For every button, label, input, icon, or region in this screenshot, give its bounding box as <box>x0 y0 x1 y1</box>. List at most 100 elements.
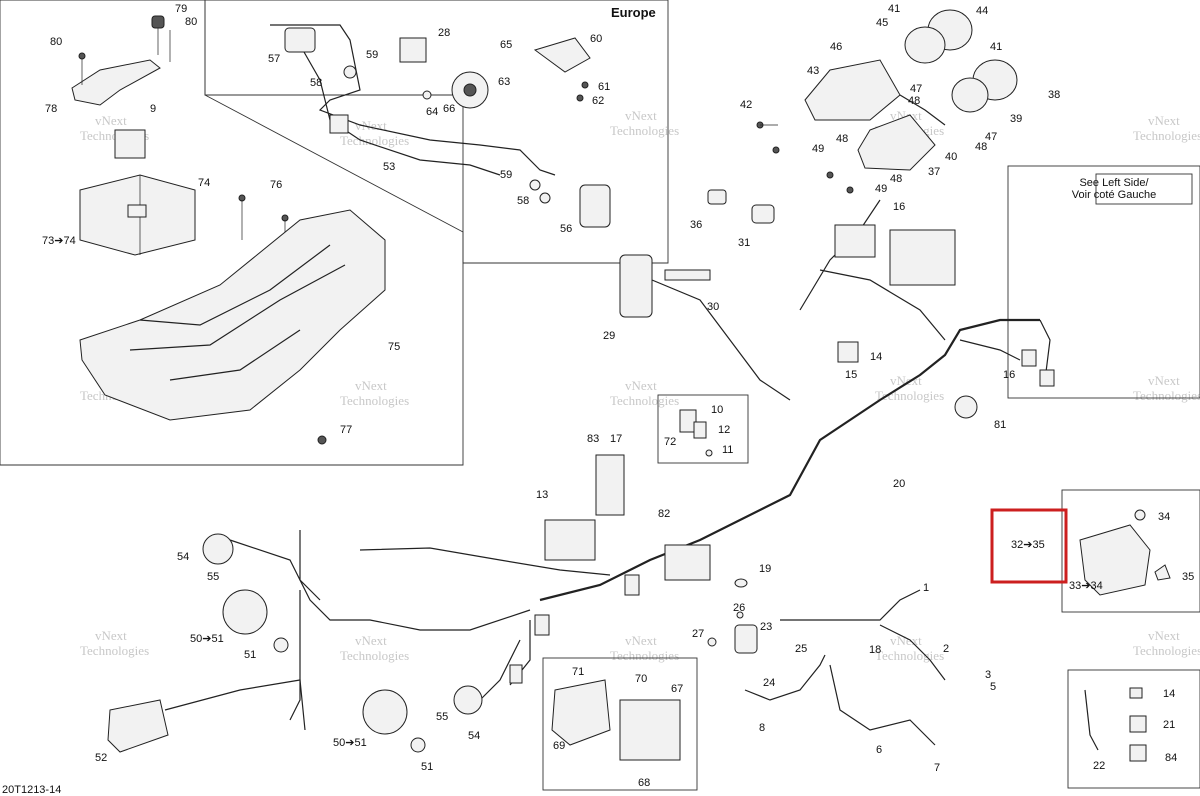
callout-label: 76 <box>270 179 282 191</box>
callout-label: 20 <box>893 478 905 490</box>
callout-label: 51 <box>421 761 433 773</box>
fog-light <box>222 589 268 635</box>
watermark: Technologies <box>340 648 409 663</box>
callout-label: 49 <box>812 143 824 155</box>
connector <box>1021 349 1037 367</box>
headlight-housing <box>857 114 936 171</box>
callout-label: 26 <box>733 602 745 614</box>
highlight-box[interactable] <box>990 508 1068 584</box>
callout-label: 45 <box>876 17 888 29</box>
callout-label: 65 <box>500 39 512 51</box>
ecm-module <box>889 229 956 286</box>
callout-label: 25 <box>795 643 807 655</box>
decal <box>664 269 711 281</box>
battery-bracket <box>71 59 161 106</box>
connector <box>624 574 640 596</box>
callout-label: 81 <box>994 419 1006 431</box>
clip <box>1129 744 1147 762</box>
callout-label: 72 <box>664 436 676 448</box>
regulator-bracket <box>551 679 611 746</box>
voltage-regulator <box>619 699 681 761</box>
callout-label: 13 <box>536 489 548 501</box>
callout-label: 58 <box>517 195 529 207</box>
fog-light <box>453 685 483 715</box>
connector <box>1039 369 1055 387</box>
callout-label: 74 <box>198 177 210 189</box>
horn-relay <box>284 27 316 53</box>
callout-label: 41 <box>888 3 900 15</box>
callout-label: 79 <box>175 3 187 15</box>
callout-label: 33➔34 <box>1069 580 1103 592</box>
callout-label: 7 <box>934 762 940 774</box>
callout-label: 57 <box>268 53 280 65</box>
callout-label: 61 <box>598 81 610 93</box>
watermark: vNext <box>625 378 657 393</box>
clip <box>1129 715 1147 733</box>
bulb <box>273 637 289 653</box>
connector <box>509 664 523 684</box>
callout-label: 78 <box>45 103 57 115</box>
callout-label: 69 <box>553 740 565 752</box>
callout-label: 21 <box>1163 719 1175 731</box>
callout-label: 83 <box>587 433 599 445</box>
solenoid <box>734 624 758 654</box>
sensor <box>954 395 978 419</box>
callout-label: 48 <box>975 141 987 153</box>
horn-european <box>533 37 591 73</box>
callout-label: 68 <box>638 777 650 789</box>
callout-label: 53 <box>383 161 395 173</box>
watermark: Technologies <box>1133 388 1200 403</box>
callout-label: 80 <box>50 36 62 48</box>
watermark: vNext <box>890 633 922 648</box>
switch <box>707 189 727 205</box>
watermark: Technologies <box>1133 128 1200 143</box>
fog-light <box>202 533 234 565</box>
watermark: vNext <box>95 628 127 643</box>
callout-label: 23 <box>760 621 772 633</box>
callout-label: 49 <box>875 183 887 195</box>
callout-label: 63 <box>498 76 510 88</box>
horn-module <box>579 184 611 228</box>
callout-label: 3 <box>985 669 991 681</box>
watermark: Technologies <box>610 393 679 408</box>
callout-label: 50➔51 <box>190 633 224 645</box>
callout-label: 5 <box>990 681 996 693</box>
callout-label: 34 <box>1158 511 1170 523</box>
callout-label: 59 <box>366 49 378 61</box>
battery-terminal-cover <box>114 129 146 159</box>
europe-inset-frame <box>204 0 669 264</box>
callout-label: 50➔51 <box>333 737 367 749</box>
battery-hardware <box>71 15 386 445</box>
see-left-side-note: See Left Side/ <box>1079 177 1149 189</box>
callout-label: 6 <box>876 744 882 756</box>
watermark: vNext <box>1148 373 1180 388</box>
callout-label: 80 <box>185 16 197 28</box>
watermark: Technologies <box>1133 643 1200 658</box>
callout-label: 52 <box>95 752 107 764</box>
connector <box>534 614 550 636</box>
callout-label: 70 <box>635 673 647 685</box>
connector-block <box>834 224 876 258</box>
watermark: Technologies <box>875 648 944 663</box>
callout-label: 59 <box>500 169 512 181</box>
callout-label: 71 <box>572 666 584 678</box>
watermark: Technologies <box>340 393 409 408</box>
watermark: vNext <box>1148 628 1180 643</box>
callout-label: 14 <box>1163 688 1175 700</box>
ties-inset-frame <box>1067 669 1200 789</box>
callout-label: 66 <box>443 103 455 115</box>
callout-label: 19 <box>759 563 771 575</box>
switch-cluster <box>619 254 653 318</box>
callout-label: 1 <box>923 582 929 594</box>
callout-label: 60 <box>590 33 602 45</box>
see-left-side-box <box>1095 173 1193 205</box>
connector <box>679 409 697 433</box>
tail-light <box>107 699 169 753</box>
regulator-inset-frame <box>542 657 698 791</box>
callout-label: 10 <box>711 404 723 416</box>
headlight-ring <box>951 77 989 113</box>
callout-label: 32➔35 <box>1011 539 1045 551</box>
connector <box>693 421 707 439</box>
